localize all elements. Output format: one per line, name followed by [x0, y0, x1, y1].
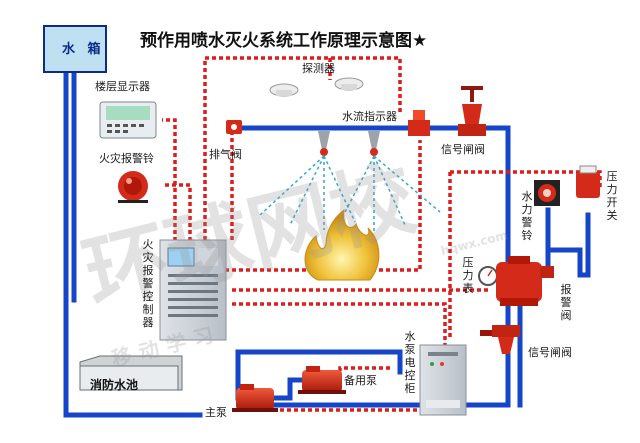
fire-pool-label: 消防水池 — [90, 378, 139, 392]
diagram-title: 预作用喷水灭火系统工作原理示意图★ — [140, 31, 428, 51]
signal-floor-display — [162, 118, 177, 255]
exhaust-valve — [226, 120, 242, 134]
pump-control-cabinet-label: 水泵电控柜 — [404, 330, 416, 395]
water-spray — [259, 155, 441, 232]
signal-gate-valve-bottom — [480, 325, 520, 354]
pipe-sprinkler-main — [229, 125, 511, 408]
floor-display-label: 楼层显示器 — [95, 80, 150, 93]
detector-label: 探测器 — [302, 62, 335, 75]
pump-control-cabinet — [419, 344, 467, 416]
signal-detector-loop — [203, 56, 402, 240]
hydraulic-alarm-bell — [534, 180, 560, 206]
signal-flow-indicator — [225, 140, 422, 272]
water-flow-indicator — [408, 110, 430, 136]
pipe-pump-link — [269, 377, 305, 401]
water-pipes — [63, 69, 591, 418]
floor-display — [99, 101, 157, 139]
main-pump — [232, 384, 278, 412]
alarm-valve — [496, 256, 554, 306]
sprinklers — [318, 131, 380, 156]
detectors — [269, 77, 364, 97]
exhaust-valve-label: 排气阀 — [209, 148, 242, 161]
standby-pump-label: 备用泵 — [344, 374, 377, 387]
flame — [304, 208, 380, 281]
fire-alarm-bell-label: 火灾报警铃 — [99, 152, 154, 165]
fire-alarm-controller — [159, 239, 227, 341]
water-flow-indicator-label: 水流指示器 — [342, 110, 397, 123]
pressure-gauge-label: 压力表 — [462, 256, 474, 295]
signal-lines — [162, 56, 602, 412]
water-tank-label: 水 箱 — [62, 42, 105, 57]
alarm-valve-label: 报警阀 — [560, 283, 572, 322]
fire-water-pool — [79, 355, 183, 391]
main-pump-label: 主泵 — [205, 406, 227, 419]
fire-alarm-bell — [118, 171, 148, 203]
fire-alarm-controller-label: 火灾报警控制器 — [142, 238, 154, 329]
pressure-gauge — [478, 266, 498, 286]
signal-gate-valve-top-label: 信号闸阀 — [441, 143, 485, 156]
water-tank — [43, 25, 107, 73]
signal-gate-valve-top — [458, 86, 486, 136]
signal-alarm-bell — [162, 183, 192, 255]
signal-gate-valve-bottom-label: 信号闸阀 — [528, 346, 572, 359]
signal-cabinet — [232, 302, 447, 345]
pressure-switch-label: 压力开关 — [606, 170, 618, 222]
hydraulic-alarm-bell-label: 水力警铃 — [521, 190, 533, 242]
standby-pump — [298, 366, 346, 394]
pressure-switch — [576, 165, 600, 198]
pipe-bell-loop — [545, 212, 591, 278]
pipe-pump-top — [235, 349, 403, 375]
